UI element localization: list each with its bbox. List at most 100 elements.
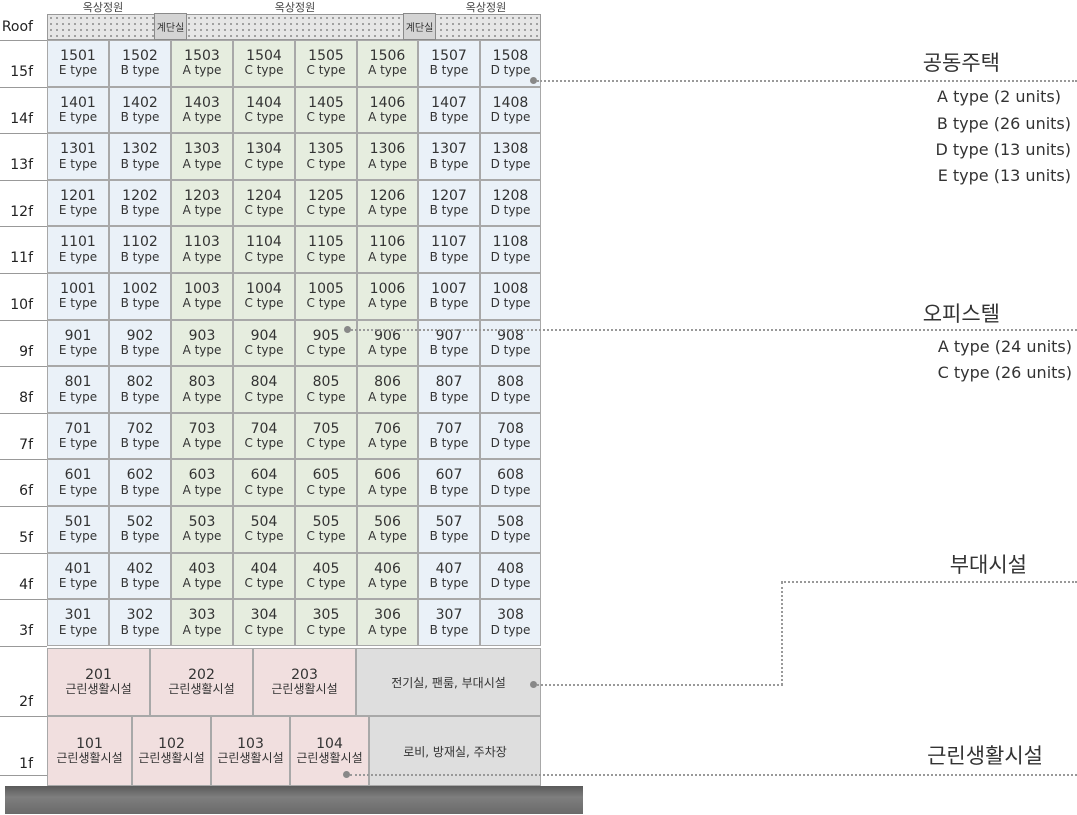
retail-unit[interactable]: 101 근린생활시설 bbox=[47, 716, 132, 786]
retail-unit[interactable]: 202 근린생활시설 bbox=[150, 648, 253, 716]
retail-unit[interactable]: 103 근린생활시설 bbox=[211, 716, 290, 786]
retail-unit[interactable]: 201 근린생활시설 bbox=[47, 648, 150, 716]
retail-unit[interactable]: 203 근린생활시설 bbox=[253, 648, 356, 716]
facility-block-2f[interactable]: 전기실, 팬룸, 부대시설 bbox=[356, 648, 541, 716]
retail-unit[interactable]: 104 근린생활시설 bbox=[290, 716, 369, 786]
retail-unit[interactable]: 102 근린생활시설 bbox=[132, 716, 211, 786]
